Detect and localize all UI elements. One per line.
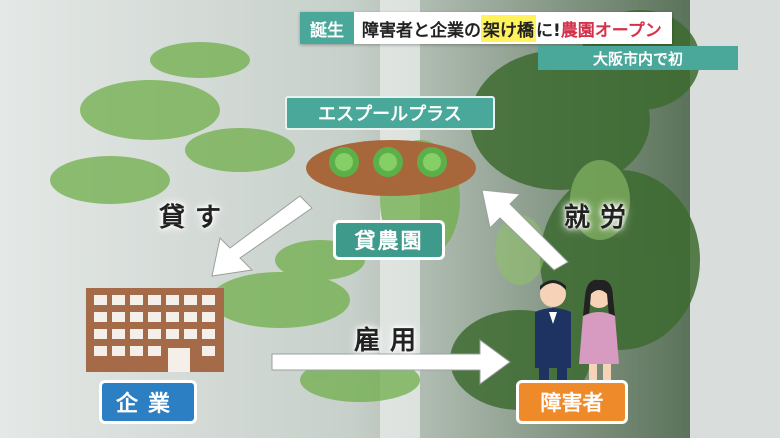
employ-label: 雇用: [353, 325, 426, 356]
company-name-label: エスプールプラス: [285, 96, 495, 130]
office-building-icon: [86, 288, 224, 372]
workers-icon: [535, 279, 619, 380]
caption-text-pre: 障害者と企業の: [362, 20, 481, 41]
work-label: 就労: [563, 202, 636, 233]
headline-caption: 誕生 障害者と企業の 架け橋 に! 農園オープン: [300, 12, 672, 44]
caption-text-mid: に!: [536, 20, 561, 41]
rental-farm-label: 貸農園: [333, 220, 445, 260]
caption-highlight: 架け橋: [481, 14, 536, 42]
lend-label: 貸す: [158, 202, 231, 233]
disabled-persons-label: 障害者: [516, 380, 628, 424]
cabbage-field-icon: [306, 140, 476, 196]
sub-caption: 大阪市内で初: [538, 46, 738, 70]
caption-main: 障害者と企業の 架け橋 に! 農園オープン: [354, 12, 672, 44]
company-label: 企業: [99, 380, 197, 424]
caption-text-red: 農園オープン: [560, 20, 662, 41]
caption-tag: 誕生: [300, 12, 354, 44]
